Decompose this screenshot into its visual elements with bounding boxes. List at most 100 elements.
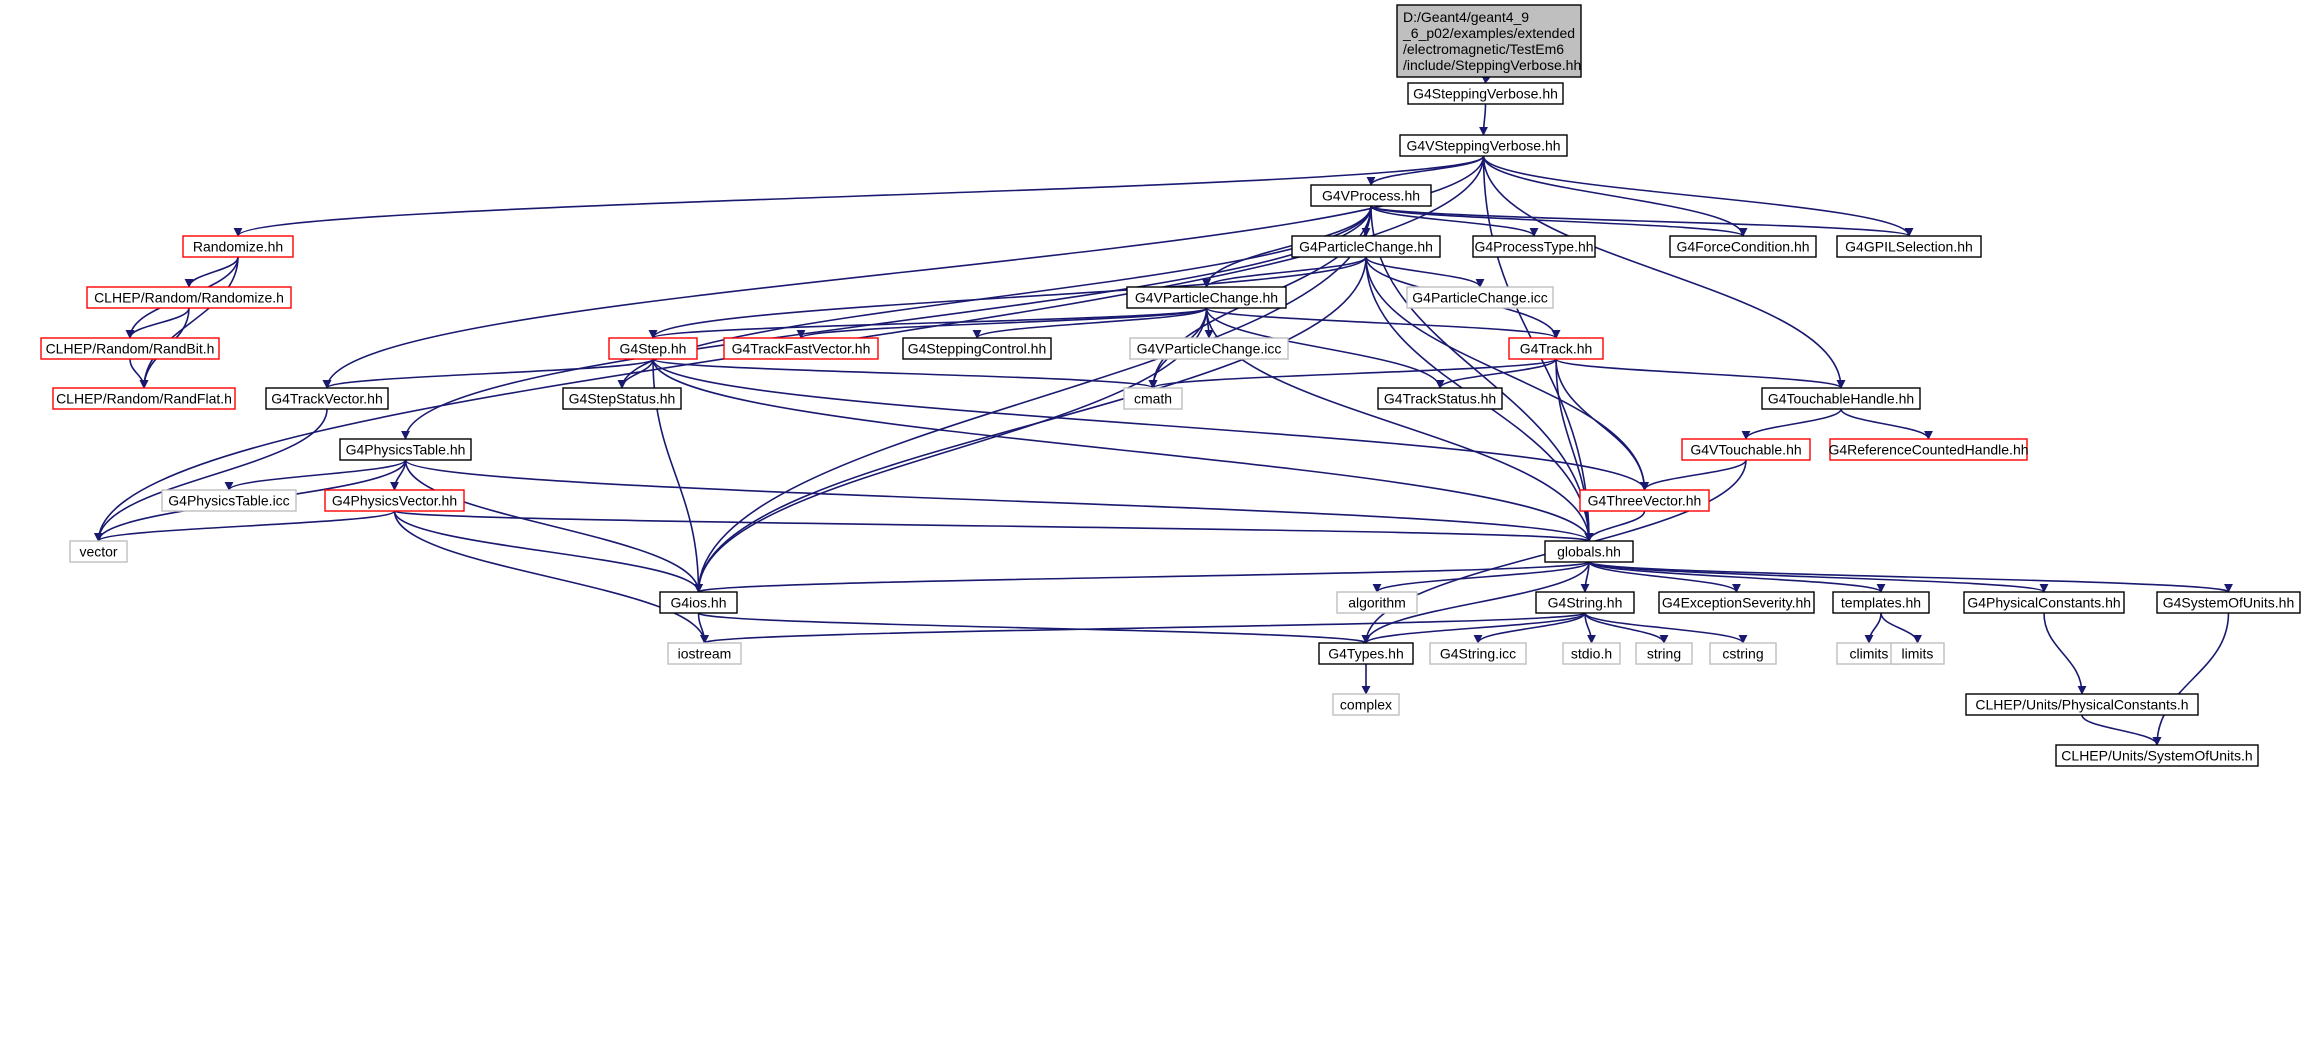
node-box bbox=[562, 387, 682, 410]
node-g4track[interactable]: G4Track.hh bbox=[1508, 337, 1604, 360]
node-g4physicsvector[interactable]: G4PhysicsVector.hh bbox=[324, 489, 465, 512]
edge-g4particlechange-to-g4vparticlechange bbox=[1202, 256, 1367, 288]
node-label: G4TrackFastVector.hh bbox=[732, 341, 871, 357]
node-g4forcecondition[interactable]: G4ForceCondition.hh bbox=[1669, 235, 1817, 258]
edge-g4physicsvector-to-globals bbox=[393, 510, 1593, 542]
node-g4physicstableicc[interactable]: G4PhysicsTable.icc bbox=[161, 489, 297, 512]
node-label: G4VParticleChange.hh bbox=[1135, 290, 1278, 306]
edge-randomize-to-clheprandomize bbox=[184, 256, 239, 288]
node-label: G4ios.hh bbox=[670, 595, 726, 611]
node-label: vector bbox=[79, 544, 117, 560]
edge-globals-to-g4physicalconstants bbox=[1588, 561, 2049, 593]
node-cstring[interactable]: cstring bbox=[1709, 642, 1777, 665]
edges-layer bbox=[94, 74, 2233, 746]
node-globals[interactable]: globals.hh bbox=[1544, 540, 1634, 563]
node-g4steppingcontrol[interactable]: G4SteppingControl.hh bbox=[902, 337, 1052, 360]
node-g4gpilselection[interactable]: G4GPILSelection.hh bbox=[1836, 235, 1982, 258]
node-g4vprocess[interactable]: G4VProcess.hh bbox=[1310, 184, 1432, 207]
node-label: CLHEP/Units/PhysicalConstants.h bbox=[1975, 697, 2188, 713]
node-g4referencecountedhandle[interactable]: G4ReferenceCountedHandle.hh bbox=[1828, 438, 2029, 461]
edge-g4vparticlechange-to-g4steppingcontrol bbox=[972, 307, 1208, 339]
edge-g4vprocess-to-globals bbox=[1370, 205, 1594, 542]
node-g4string[interactable]: G4String.hh bbox=[1535, 591, 1635, 614]
edge-g4vprocess-to-g4forcecondition bbox=[1370, 205, 1748, 237]
node-label: cstring bbox=[1722, 646, 1763, 662]
node-randomize[interactable]: Randomize.hh bbox=[182, 235, 294, 258]
node-cmath[interactable]: cmath bbox=[1123, 387, 1183, 410]
node-box bbox=[339, 438, 472, 461]
node-label: G4GPILSelection.hh bbox=[1845, 239, 1973, 255]
node-label: G4TrackVector.hh bbox=[271, 391, 383, 407]
node-g4stepstatus[interactable]: G4StepStatus.hh bbox=[562, 387, 682, 410]
node-label: G4VParticleChange.icc bbox=[1137, 341, 1282, 357]
node-box bbox=[69, 540, 128, 563]
edge-globals-to-algorithm bbox=[1372, 561, 1590, 593]
node-vector[interactable]: vector bbox=[69, 540, 128, 563]
node-g4trackfastvector[interactable]: G4TrackFastVector.hh bbox=[723, 337, 879, 360]
node-clhepsystemofunits[interactable]: CLHEP/Units/SystemOfUnits.h bbox=[2055, 744, 2259, 767]
node-box bbox=[1761, 387, 1921, 410]
node-complex[interactable]: complex bbox=[1332, 693, 1400, 716]
node-g4vparticlechangeicc[interactable]: G4VParticleChange.icc bbox=[1129, 337, 1289, 360]
node-g4particlechangeicc[interactable]: G4ParticleChange.icc bbox=[1406, 286, 1554, 309]
node-templates[interactable]: templates.hh bbox=[1832, 591, 1930, 614]
edge-g4touchablehandle-to-g4referencecountedhandle bbox=[1840, 408, 1933, 440]
node-g4systemofunits[interactable]: G4SystemOfUnits.hh bbox=[2156, 591, 2301, 614]
node-g4touchablehandle[interactable]: G4TouchableHandle.hh bbox=[1761, 387, 1921, 410]
node-g4physicstable[interactable]: G4PhysicsTable.hh bbox=[339, 438, 472, 461]
node-g4vparticlechange[interactable]: G4VParticleChange.hh bbox=[1126, 286, 1287, 309]
node-randflat[interactable]: CLHEP/Random/RandFlat.h bbox=[52, 387, 236, 410]
node-algorithm[interactable]: algorithm bbox=[1336, 591, 1418, 614]
node-string[interactable]: string bbox=[1635, 642, 1693, 665]
node-g4particlechange[interactable]: G4ParticleChange.hh bbox=[1291, 235, 1441, 258]
node-clhepphysicalconstants[interactable]: CLHEP/Units/PhysicalConstants.h bbox=[1965, 693, 2199, 716]
node-g4threevector[interactable]: G4ThreeVector.hh bbox=[1579, 489, 1710, 512]
node-root[interactable]: D:/Geant4/geant4_9_6_p02/examples/extend… bbox=[1396, 4, 1582, 78]
edge-g4physicsvector-to-vector bbox=[94, 510, 396, 542]
edge-g4ios-to-g4types bbox=[697, 612, 1371, 644]
node-box bbox=[265, 387, 389, 410]
node-box bbox=[1890, 642, 1945, 665]
node-label: G4SteppingVerbose.hh bbox=[1413, 86, 1558, 102]
edge-g4physicalconstants-to-clhepphysicalconstants bbox=[2043, 612, 2087, 695]
node-g4types[interactable]: G4Types.hh bbox=[1318, 642, 1414, 665]
node-g4ios[interactable]: G4ios.hh bbox=[659, 591, 738, 614]
node-randbit[interactable]: CLHEP/Random/RandBit.h bbox=[40, 337, 220, 360]
node-g4steppingverbose[interactable]: G4SteppingVerbose.hh bbox=[1407, 82, 1564, 105]
node-g4vsteppingverbose[interactable]: G4VSteppingVerbose.hh bbox=[1399, 134, 1568, 157]
edge-g4step-to-g4trackvector bbox=[322, 358, 654, 389]
node-g4physicalconstants[interactable]: G4PhysicalConstants.hh bbox=[1963, 591, 2125, 614]
node-box bbox=[40, 337, 220, 360]
node-limits[interactable]: limits bbox=[1890, 642, 1945, 665]
node-g4stringicc[interactable]: G4String.icc bbox=[1429, 642, 1527, 665]
node-box bbox=[1963, 591, 2125, 614]
edge-g4string-to-stdio bbox=[1584, 612, 1596, 644]
node-g4step[interactable]: G4Step.hh bbox=[608, 337, 698, 360]
edge-g4vparticlechange-to-g4step bbox=[648, 307, 1208, 339]
node-label: stdio.h bbox=[1571, 646, 1612, 662]
node-label: G4VProcess.hh bbox=[1322, 188, 1420, 204]
node-label: G4VSteppingVerbose.hh bbox=[1406, 138, 1560, 154]
node-g4trackstatus[interactable]: G4TrackStatus.hh bbox=[1377, 387, 1503, 410]
edge-g4track-to-g4touchablehandle bbox=[1555, 358, 1846, 389]
node-label: CLHEP/Random/RandBit.h bbox=[46, 341, 215, 357]
node-label: CLHEP/Random/RandFlat.h bbox=[56, 391, 232, 407]
node-iostream[interactable]: iostream bbox=[667, 642, 742, 665]
edge-globals-to-g4ios bbox=[694, 561, 1590, 593]
node-stdio[interactable]: stdio.h bbox=[1562, 642, 1621, 665]
node-g4trackvector[interactable]: G4TrackVector.hh bbox=[265, 387, 389, 410]
edge-g4vparticlechange-to-g4track bbox=[1205, 307, 1561, 339]
edge-g4string-to-g4stringicc bbox=[1473, 612, 1586, 644]
node-g4exceptionseverity[interactable]: G4ExceptionSeverity.hh bbox=[1658, 591, 1815, 614]
node-label: G4Types.hh bbox=[1328, 646, 1404, 662]
node-label: complex bbox=[1340, 697, 1392, 713]
node-box bbox=[902, 337, 1052, 360]
node-g4processtype[interactable]: G4ProcessType.hh bbox=[1472, 235, 1596, 258]
node-clheprandomize[interactable]: CLHEP/Random/Randomize.h bbox=[86, 286, 292, 309]
node-box bbox=[1332, 693, 1400, 716]
edge-g4physicstable-to-g4physicstableicc bbox=[224, 459, 407, 491]
node-g4vtouchable[interactable]: G4VTouchable.hh bbox=[1681, 438, 1811, 461]
node-box bbox=[1406, 286, 1554, 309]
node-box bbox=[723, 337, 879, 360]
